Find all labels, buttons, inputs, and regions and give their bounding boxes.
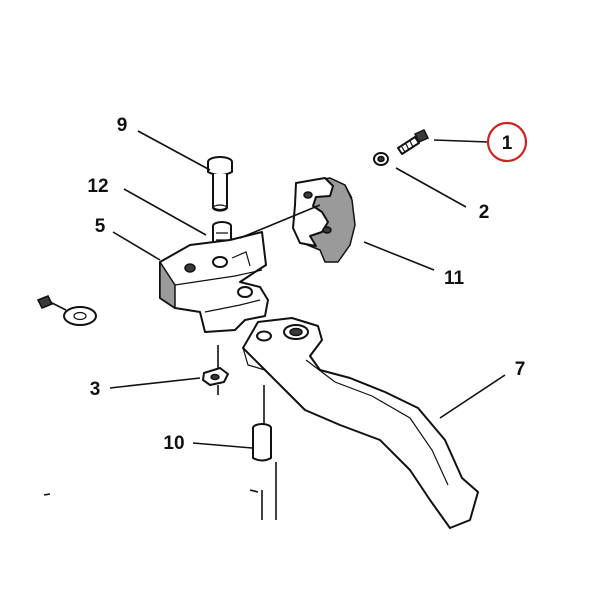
- clip-part-3: [202, 367, 229, 386]
- leader-2: [395, 167, 467, 208]
- leader-12: [123, 188, 207, 236]
- highlight-circle: [486, 121, 528, 163]
- caliper-part-5: [159, 231, 269, 333]
- callout-10: 10: [163, 433, 184, 454]
- washer-part-2: [373, 152, 389, 166]
- leader-12-link: [239, 204, 321, 239]
- leader-lines: [109, 130, 506, 449]
- shaft-lines: [43, 345, 277, 520]
- leader-3: [109, 377, 201, 389]
- bracket-part-11: [292, 177, 356, 263]
- pin-part-10: [252, 423, 272, 462]
- pin-part-9: [207, 156, 233, 212]
- callout-5: 5: [95, 216, 106, 237]
- leader-5: [112, 231, 161, 261]
- leader-7: [439, 374, 506, 419]
- leader-11: [363, 241, 435, 271]
- callout-12: 12: [87, 176, 108, 197]
- callout-7: 7: [515, 359, 526, 380]
- callout-1: 1: [502, 133, 513, 154]
- callout-3: 3: [90, 379, 101, 400]
- callout-9: 9: [117, 115, 128, 136]
- bolt-part-1: [397, 129, 430, 155]
- leader-9: [137, 130, 211, 171]
- callout-11: 11: [444, 268, 465, 289]
- cable-end-fastener: [36, 295, 97, 326]
- callout-2: 2: [479, 202, 490, 223]
- leader-10: [192, 442, 253, 449]
- callout-labels: 1 2 3 5 7 9 10 11 12: [87, 115, 525, 454]
- leader-1: [433, 139, 489, 143]
- lever-part-7: [242, 317, 479, 529]
